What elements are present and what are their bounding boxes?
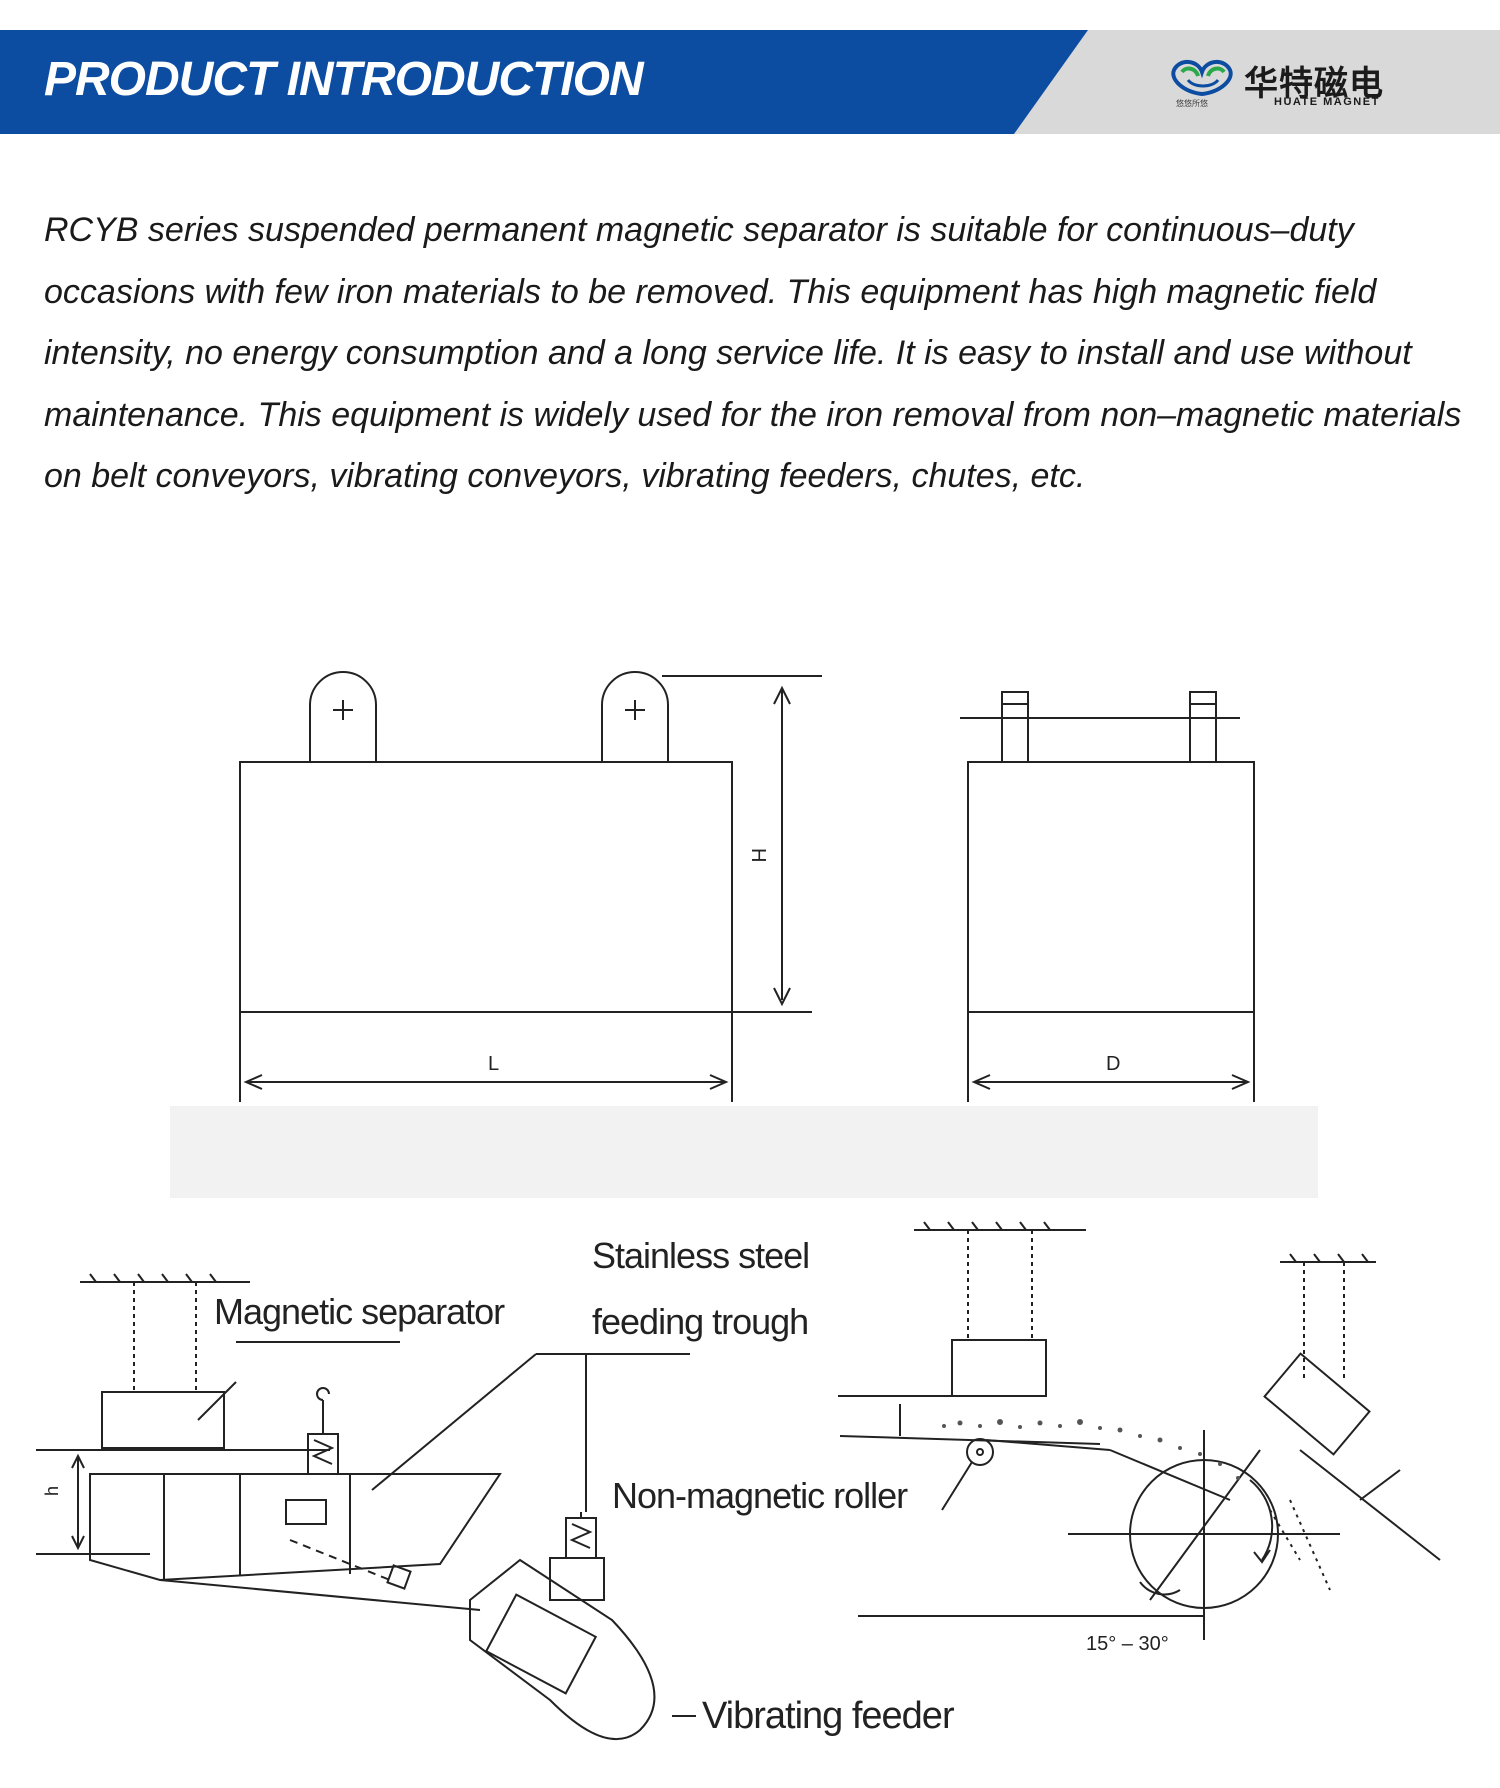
divider-band xyxy=(170,1106,1318,1198)
material-on-belt xyxy=(942,1419,1240,1480)
feeder-installation-drawing xyxy=(36,1273,696,1741)
brand-name-english: HUATE MAGNET xyxy=(1274,96,1380,108)
brand-slogan: 悠悠所悠 xyxy=(1176,99,1208,108)
label-angle: 15° – 30° xyxy=(1086,1633,1169,1655)
product-description: RCYB series suspended permanent magnetic… xyxy=(44,211,1462,495)
label-non-magnetic-roller: Non-magnetic roller xyxy=(612,1475,908,1516)
length-dimension-label: L xyxy=(488,1053,499,1075)
belt-installation-drawing xyxy=(838,1221,1441,1640)
header-blue-band xyxy=(0,30,1088,134)
brand-name-chinese: 华特磁电 xyxy=(1244,64,1384,104)
label-feeding-trough: feeding trough xyxy=(592,1301,808,1342)
label-vibrating-feeder: Vibrating feeder xyxy=(702,1695,955,1737)
front-view-drawing xyxy=(239,671,822,1102)
side-view-drawing xyxy=(960,691,1255,1102)
brand-logo: 华特磁电 HUATE MAGNET 悠悠所悠 xyxy=(1168,56,1388,112)
depth-dimension-label: D xyxy=(1106,1053,1120,1075)
gap-label: h xyxy=(42,1486,62,1496)
header-bar: PRODUCT INTRODUCTION 华特磁电 HUATE MAGNET 悠… xyxy=(0,30,1500,134)
product-diagrams: H L D xyxy=(36,671,1441,1741)
huate-logo-icon xyxy=(1171,60,1233,96)
page-title: PRODUCT INTRODUCTION xyxy=(44,53,644,106)
label-magnetic-separator: Magnetic separator xyxy=(214,1291,505,1332)
height-dimension-label: H xyxy=(747,848,769,862)
label-stainless-steel: Stainless steel xyxy=(592,1235,809,1276)
